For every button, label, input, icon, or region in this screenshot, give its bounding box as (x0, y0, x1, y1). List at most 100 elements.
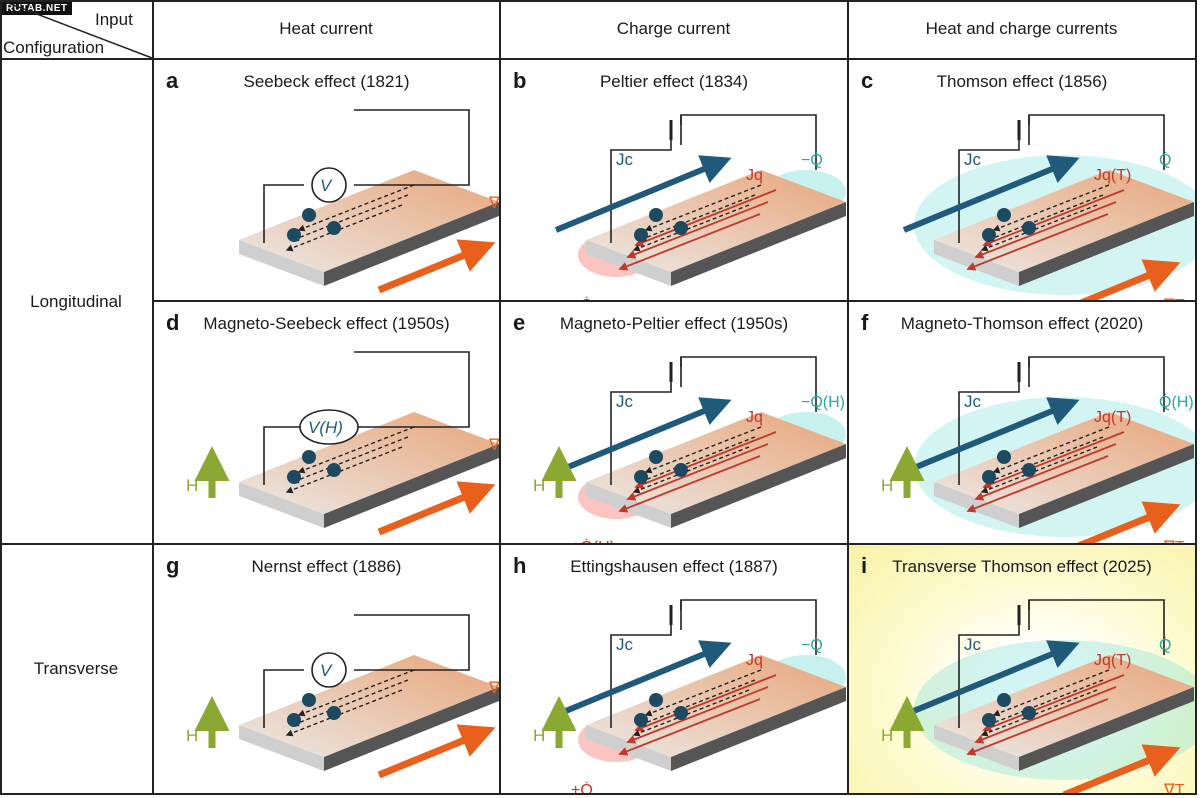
magnetic-field-label: H (881, 476, 893, 495)
charge-current-arrow (902, 397, 1080, 475)
electron (649, 208, 663, 222)
header-input-label: Input (95, 10, 133, 29)
slab-front (239, 482, 324, 528)
temperature-gradient-arrow (377, 239, 496, 294)
voltmeter (299, 409, 359, 445)
slab-side (1019, 687, 1194, 771)
panel-title: Nernst effect (1886) (251, 557, 402, 576)
panel-letter: g (166, 553, 180, 578)
magnetic-field-label: H (533, 726, 545, 745)
charge-current-arrow (902, 155, 1080, 233)
electron (674, 463, 688, 477)
grid-line (0, 543, 1197, 545)
grid-line (152, 300, 1197, 302)
circuit-wire (354, 655, 470, 671)
heat-current-label: Jq(T) (1094, 167, 1131, 184)
heat-current-arrow (618, 213, 761, 271)
heat-current-arrow (982, 431, 1125, 489)
electron (287, 228, 301, 242)
slab-top (239, 170, 499, 272)
temperature-gradient-label: ∇T (1163, 297, 1185, 300)
electron (302, 693, 316, 707)
voltmeter (311, 652, 347, 688)
grid-line (847, 0, 849, 795)
heat-current-arrow (974, 686, 1117, 744)
electron (674, 221, 688, 235)
panel-title: Magneto-Seebeck effect (1950s) (203, 314, 450, 333)
heat-released-label: +Q̇ (571, 781, 593, 793)
slab-side (1019, 444, 1194, 528)
panel-title: Transverse Thomson effect (2025) (892, 557, 1152, 576)
slab-front (239, 240, 324, 286)
temperature-gradient-label: ∇T (488, 680, 499, 697)
temperature-gradient-arrow (1076, 501, 1181, 543)
temperature-gradient-label: ∇T (488, 437, 499, 454)
heat-current-arrow (634, 189, 777, 247)
electron (649, 693, 663, 707)
effect-diagram-g: V∇TH (186, 614, 499, 779)
voltmeter-label: V(H) (308, 418, 343, 437)
panel-letter: h (513, 553, 527, 578)
heat-current-arrow (982, 189, 1125, 247)
panel-title: Thomson effect (1856) (936, 72, 1108, 91)
heat-current-arrow (626, 443, 769, 501)
grid-line (152, 0, 154, 795)
watermark: RUTAB.NET (2, 2, 72, 15)
grid-line (0, 0, 1197, 2)
charge-current-arrow (554, 155, 732, 233)
slab-top (586, 170, 846, 272)
circuit-wire (354, 109, 470, 170)
slab-side (671, 444, 846, 528)
temperature-gradient-label: ∇T (1163, 782, 1185, 793)
panel-title: Seebeck effect (1821) (243, 72, 410, 91)
magnetic-field-label: H (881, 726, 893, 745)
magnetic-field-label: H (533, 476, 545, 495)
effect-cell-a: V∇TaSeebeck effect (1821) (154, 60, 499, 300)
electron (1022, 706, 1036, 720)
heat-current-label: Jq(T) (1094, 409, 1131, 426)
temperature-gradient-arrow (1062, 744, 1181, 793)
electron (634, 228, 648, 242)
panel-title: Peltier effect (1834) (599, 72, 749, 91)
temperature-gradient-label: ∇T (488, 195, 499, 212)
charge-current-arrow (554, 640, 732, 718)
panel-letter: d (166, 310, 180, 335)
panel-letter: e (513, 310, 526, 335)
electron (327, 221, 341, 235)
slab-front (586, 240, 671, 286)
heat-current-label: Jq(T) (1094, 652, 1131, 669)
grid-line (1195, 0, 1197, 795)
charge-current-arrow (902, 640, 1080, 718)
heat-released-label: +Q̇(H) (571, 538, 615, 543)
electron (1022, 221, 1036, 235)
charge-current-label: Jc (964, 150, 982, 169)
slab-top (934, 412, 1194, 514)
heat-current-arrow (626, 201, 769, 259)
electron (982, 713, 996, 727)
panel-title: Magneto-Peltier effect (1950s) (559, 314, 789, 333)
circuit-wire (680, 599, 817, 655)
slab-front (934, 482, 1019, 528)
column-header-charge: Charge current (616, 19, 731, 38)
slab-side (324, 444, 499, 528)
charge-current-label: Jc (964, 392, 982, 411)
heat-current-arrow (634, 431, 777, 489)
row-header-transverse: Transverse (33, 659, 119, 678)
electron (327, 463, 341, 477)
slab-side (1019, 202, 1194, 286)
slab-side (671, 202, 846, 286)
electron (997, 208, 1011, 222)
temperature-gradient-arrow (377, 724, 496, 779)
slab-side (324, 202, 499, 286)
electron (327, 706, 341, 720)
circuit-wire (263, 426, 304, 485)
heat-current-arrow (618, 698, 761, 756)
electron (997, 450, 1011, 464)
